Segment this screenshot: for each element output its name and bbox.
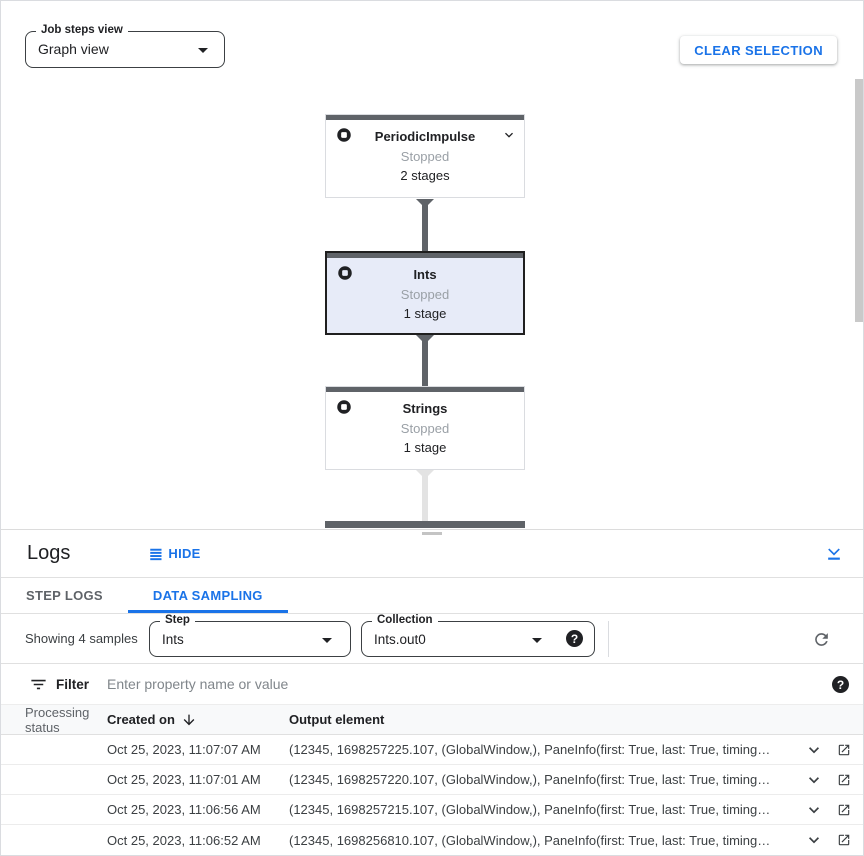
output-element-cell: (12345, 1698257225.107, (GlobalWindow,),… — [289, 742, 771, 757]
edge-line — [422, 335, 428, 386]
open-in-new-icon — [838, 834, 850, 846]
chevron-down-icon — [809, 746, 819, 753]
output-element-cell: (12345, 1698256810.107, (GlobalWindow,),… — [289, 832, 771, 848]
collection-select-label: Collection — [372, 614, 438, 626]
column-header-processing-status: Processing status — [25, 704, 90, 735]
expand-row-button[interactable] — [804, 740, 824, 760]
logs-title: Logs — [27, 542, 71, 564]
graph-vertical-scrollbar[interactable] — [855, 79, 863, 322]
job-steps-view-label: Job steps view — [36, 24, 128, 36]
open-in-new-button[interactable] — [837, 743, 851, 757]
table-row[interactable]: Oct 25, 2023, 11:06:52 AM (12345, 169825… — [1, 825, 863, 855]
open-in-new-icon — [838, 774, 850, 785]
column-header-output-element: Output element — [289, 712, 385, 727]
node-top-bar — [326, 115, 524, 120]
created-on-cell: Oct 25, 2023, 11:06:52 AM — [107, 832, 261, 848]
filter-label: Filter — [56, 676, 90, 692]
column-header-created-on[interactable]: Created on — [107, 712, 175, 727]
node-title: Ints — [413, 267, 437, 282]
stopped-step-icon — [337, 128, 351, 142]
refresh-button[interactable] — [803, 621, 839, 657]
hide-logs-button[interactable]: HIDE — [148, 545, 200, 563]
panel-resize-handle[interactable] — [422, 532, 442, 535]
samples-table: Processing status Created on Output elem… — [1, 705, 863, 855]
filter-help-icon[interactable]: ? — [832, 676, 849, 693]
created-on-cell: Oct 25, 2023, 11:07:07 AM — [107, 742, 261, 757]
collapse-down-icon — [828, 548, 840, 560]
filter-icon — [31, 679, 46, 689]
edge-line — [422, 470, 428, 521]
step-select[interactable]: Step Ints — [149, 614, 351, 657]
created-on-cell: Oct 25, 2023, 11:06:56 AM — [107, 802, 261, 817]
collection-select[interactable]: Collection Ints.out0 ? — [361, 614, 595, 657]
graph-node-strings[interactable]: Strings Stopped 1 stage — [325, 386, 525, 470]
edge-line — [422, 199, 428, 251]
job-graph-section: Job steps view Graph view CLEAR SELECTIO… — [1, 1, 863, 529]
expand-row-button[interactable] — [804, 830, 824, 850]
hide-label: HIDE — [168, 546, 201, 561]
open-in-new-button[interactable] — [837, 833, 851, 847]
dropdown-caret-icon — [198, 48, 208, 53]
toolbar-divider — [608, 621, 609, 657]
expand-row-button[interactable] — [804, 800, 824, 820]
open-in-new-icon — [838, 804, 850, 815]
job-steps-view-value: Graph view — [38, 41, 109, 57]
lines-icon — [150, 548, 162, 560]
node-title: PeriodicImpulse — [374, 129, 476, 144]
table-header-row: Processing status Created on Output elem… — [1, 705, 863, 735]
created-on-cell: Oct 25, 2023, 11:07:01 AM — [107, 772, 261, 787]
node-stages: 2 stages — [400, 168, 450, 183]
collection-help-icon[interactable]: ? — [566, 630, 583, 647]
open-in-new-button[interactable] — [837, 803, 851, 817]
dropdown-caret-icon — [532, 638, 542, 643]
stopped-step-icon — [337, 400, 351, 414]
tab-step-logs[interactable]: STEP LOGS — [1, 578, 128, 613]
refresh-icon — [814, 632, 828, 646]
collapse-panel-button[interactable] — [823, 543, 845, 565]
tab-data-sampling[interactable]: DATA SAMPLING — [127, 578, 288, 613]
node-title: Strings — [402, 401, 448, 416]
logs-header: Logs HIDE — [1, 530, 863, 577]
dropdown-caret-icon — [322, 638, 332, 643]
node-stages: 1 stage — [403, 440, 447, 455]
logs-panel: Logs HIDE STEP LOGS DATA SAMPLING Showin… — [1, 529, 863, 855]
stopped-step-icon — [338, 266, 352, 280]
table-row[interactable]: Oct 25, 2023, 11:06:56 AM (12345, 169825… — [1, 795, 863, 825]
graph-node-ints[interactable]: Ints Stopped 1 stage — [325, 251, 525, 335]
node-status: Stopped — [400, 287, 450, 302]
open-in-new-button[interactable] — [837, 773, 851, 787]
filter-input[interactable] — [107, 676, 813, 692]
step-select-label: Step — [160, 614, 195, 626]
chevron-down-icon — [809, 837, 819, 844]
showing-samples-text: Showing 4 samples — [25, 631, 138, 646]
node-top-bar — [326, 387, 524, 392]
table-row[interactable]: Oct 25, 2023, 11:07:01 AM (12345, 169825… — [1, 765, 863, 795]
node-stages: 1 stage — [403, 306, 447, 321]
expand-row-button[interactable] — [804, 770, 824, 790]
node-status: Stopped — [400, 421, 450, 436]
sampling-toolbar: Showing 4 samples Step Ints Collection I… — [1, 614, 863, 664]
graph-node-partial[interactable] — [325, 521, 525, 528]
sort-descending-icon[interactable] — [181, 712, 197, 728]
output-element-cell: (12345, 1698257220.107, (GlobalWindow,),… — [289, 772, 771, 787]
table-row[interactable]: Oct 25, 2023, 11:07:07 AM (12345, 169825… — [1, 735, 863, 765]
chevron-down-icon[interactable] — [501, 127, 517, 143]
output-element-cell: (12345, 1698257215.107, (GlobalWindow,),… — [289, 802, 771, 817]
graph-node-periodicimpulse[interactable]: PeriodicImpulse Stopped 2 stages — [325, 114, 525, 198]
logs-tabs: STEP LOGS DATA SAMPLING — [1, 577, 863, 614]
node-status: Stopped — [400, 149, 450, 164]
chevron-down-icon — [809, 806, 819, 813]
chevron-down-icon — [809, 776, 819, 783]
node-top-bar — [327, 253, 523, 258]
step-select-value: Ints — [162, 632, 184, 647]
clear-selection-button[interactable]: CLEAR SELECTION — [680, 36, 837, 64]
filter-bar: Filter ? — [1, 664, 863, 705]
open-in-new-icon — [838, 744, 850, 755]
job-steps-view-select[interactable]: Job steps view Graph view — [25, 24, 225, 68]
collection-select-value: Ints.out0 — [374, 632, 426, 647]
